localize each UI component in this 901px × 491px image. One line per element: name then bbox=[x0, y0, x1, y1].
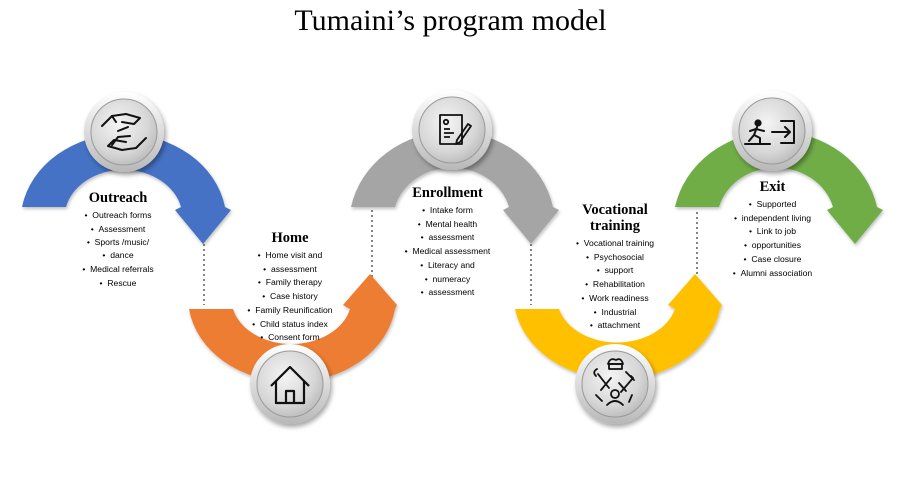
vocational-arrow bbox=[515, 274, 722, 380]
list-item: Consent form bbox=[225, 331, 355, 345]
list-item: Rehabilitation bbox=[555, 278, 675, 292]
exit-heading: Exit bbox=[759, 179, 786, 195]
list-item: Case history bbox=[225, 290, 355, 304]
list-item: support bbox=[555, 264, 675, 278]
list-item: Mental health bbox=[385, 218, 510, 232]
list-item: assessment bbox=[385, 231, 510, 245]
list-item: independent living bbox=[715, 212, 830, 226]
list-item: Medical assessment bbox=[385, 245, 510, 259]
list-item: Home visit and bbox=[225, 249, 355, 263]
list-item: Medical referrals bbox=[58, 263, 178, 277]
outreach-arrow bbox=[22, 133, 231, 244]
home-heading: Home bbox=[271, 230, 309, 246]
list-item: Family therapy bbox=[225, 276, 355, 290]
outreach-icon-disc bbox=[84, 92, 164, 172]
list-item: Industrial bbox=[555, 306, 675, 320]
exit-icon bbox=[744, 119, 795, 145]
enrollment-heading: Enrollment bbox=[412, 185, 483, 201]
list-item: Outreach forms bbox=[58, 209, 178, 223]
list-item: Child status index bbox=[225, 318, 355, 332]
hands-icon bbox=[101, 113, 147, 151]
page-title: Tumaini’s program model bbox=[294, 4, 607, 37]
list-item: Family Reunification bbox=[225, 304, 355, 318]
home-arrow bbox=[189, 274, 397, 383]
outreach-heading: Outreach bbox=[88, 190, 148, 206]
home-block: Home Home visit and assessment Family th… bbox=[225, 230, 355, 345]
list-item: Intake form bbox=[385, 204, 510, 218]
enrollment-icon-disc bbox=[412, 90, 492, 170]
vocational-list: Vocational training Psychosocial support… bbox=[555, 237, 675, 333]
enrollment-arrow bbox=[351, 131, 559, 244]
enrollment-block: Enrollment Intake form Mental health ass… bbox=[385, 185, 510, 300]
list-item: dance bbox=[58, 249, 178, 263]
list-item: opportunities bbox=[715, 239, 830, 253]
outreach-block: Outreach Outreach forms Assessment Sport… bbox=[58, 190, 178, 290]
home-icon-disc bbox=[250, 344, 330, 424]
list-item: numeracy bbox=[385, 273, 510, 287]
list-item: Supported bbox=[715, 198, 830, 212]
list-item: Work readiness bbox=[555, 292, 675, 306]
list-item: Vocational training bbox=[555, 237, 675, 251]
list-item: Literacy and bbox=[385, 259, 510, 273]
exit-arrow bbox=[675, 131, 883, 244]
house-icon bbox=[270, 365, 310, 405]
list-item: Psychosocial bbox=[555, 251, 675, 265]
vocational-heading-line2: training bbox=[590, 218, 640, 234]
list-item: Sports /music/ bbox=[58, 236, 178, 250]
exit-list: Supported independent living Link to job… bbox=[715, 198, 830, 280]
list-item: Assessment bbox=[58, 223, 178, 237]
exit-block: Exit Supported independent living Link t… bbox=[715, 179, 830, 280]
list-item: assessment bbox=[385, 286, 510, 300]
vocational-icon-disc bbox=[575, 344, 655, 424]
enrollment-list: Intake form Mental health assessment Med… bbox=[385, 204, 510, 300]
vocational-block: Vocational training Vocational training … bbox=[555, 202, 675, 333]
home-list: Home visit and assessment Family therapy… bbox=[225, 249, 355, 345]
document-icon bbox=[439, 114, 472, 145]
outreach-list: Outreach forms Assessment Sports /music/… bbox=[58, 209, 178, 290]
list-item: Alumni association bbox=[715, 267, 830, 281]
vocational-heading-line1: Vocational bbox=[582, 202, 648, 218]
tools-icon bbox=[593, 358, 635, 406]
list-item: Link to job bbox=[715, 225, 830, 239]
list-item: attachment bbox=[555, 319, 675, 333]
list-item: Rescue bbox=[58, 277, 178, 291]
dotted-connectors bbox=[203, 210, 698, 305]
list-item: assessment bbox=[225, 263, 355, 277]
list-item: Case closure bbox=[715, 253, 830, 267]
vocational-heading: Vocational training bbox=[555, 202, 675, 234]
